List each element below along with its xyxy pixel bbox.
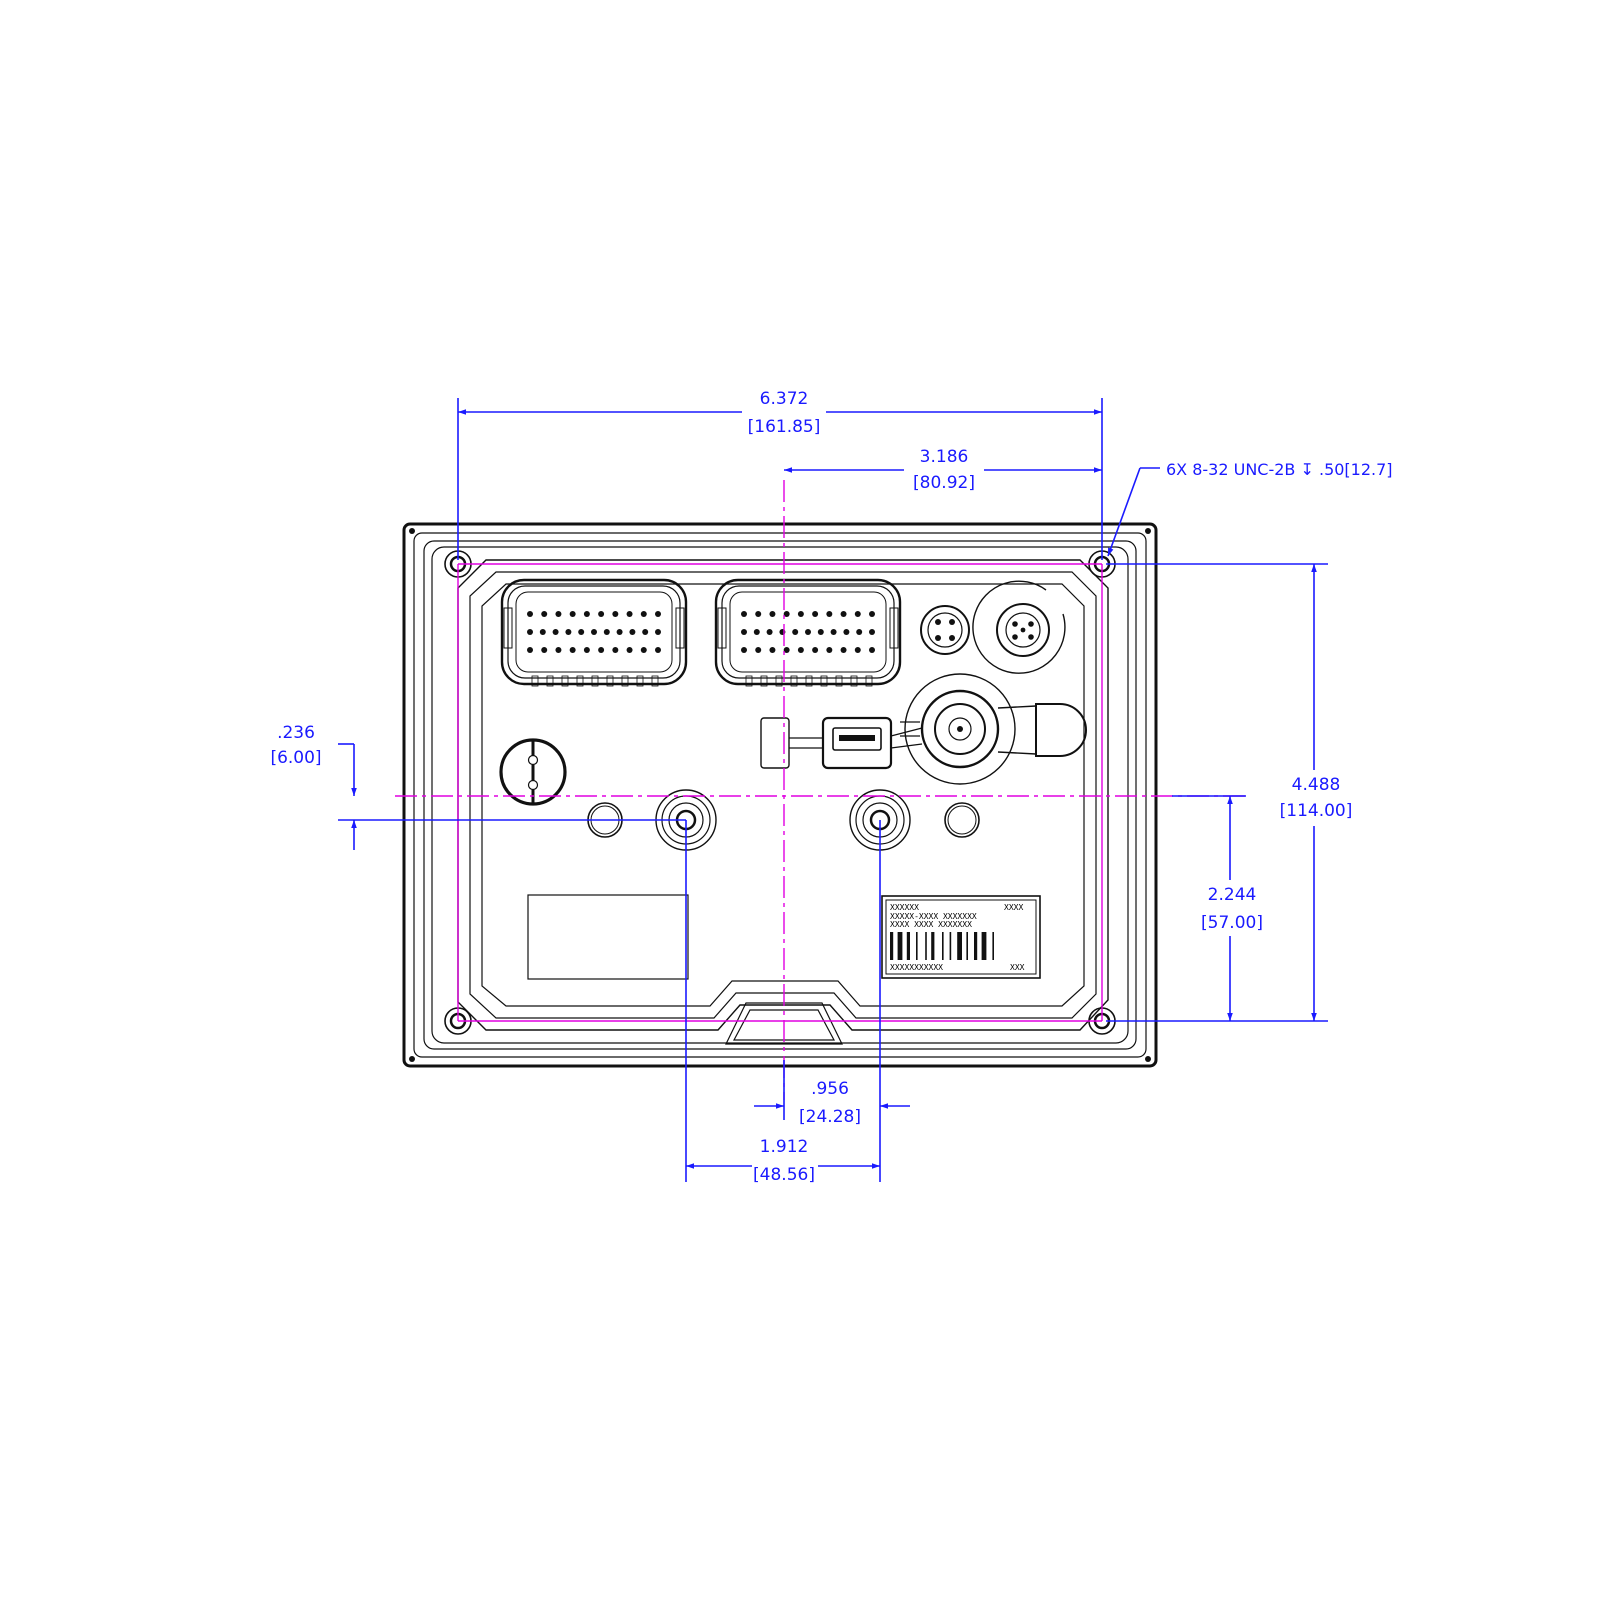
half-width-inch: 3.186 bbox=[920, 447, 969, 467]
boss-offset-mm: [24.28] bbox=[799, 1107, 861, 1127]
housing bbox=[402, 522, 1158, 1068]
overall-height-mm: [114.00] bbox=[1280, 801, 1353, 821]
boss-offset-inch: .956 bbox=[811, 1079, 849, 1099]
overall-width-mm: [161.85] bbox=[748, 417, 821, 437]
vent-icon bbox=[499, 738, 567, 806]
boss-spacing-mm: [48.56] bbox=[753, 1165, 815, 1185]
hole-callout: 6X 8-32 UNC-2B ↧ .50[12.7] bbox=[1166, 460, 1393, 479]
overall-width-inch: 6.372 bbox=[760, 389, 809, 409]
usb-port-icon bbox=[760, 716, 923, 770]
half-height-inch: 2.244 bbox=[1208, 885, 1257, 905]
boss-spacing-inch: 1.912 bbox=[760, 1137, 809, 1157]
half-width-mm: [80.92] bbox=[913, 473, 975, 493]
dimension-texts: 6.372 [161.85] 3.186 [80.92] 6X 8-32 UNC… bbox=[270, 389, 1392, 1185]
barcode-icon bbox=[890, 932, 994, 960]
multipin-connector-2 bbox=[714, 578, 902, 687]
label-bottom-left: XXXXXXXXXXX bbox=[890, 963, 943, 972]
m12-connector-icon bbox=[972, 580, 1066, 674]
blank-label-area bbox=[527, 894, 689, 980]
m8-connector-icon bbox=[920, 605, 970, 655]
half-height-mm: [57.00] bbox=[1201, 913, 1263, 933]
dimension-lines bbox=[338, 398, 1328, 1182]
label-plate: XXXXXX XXXX XXXXX-XXXX XXXXXXX XXXX XXXX… bbox=[881, 895, 1041, 979]
centerlines bbox=[395, 480, 1250, 1100]
label-line1-right: XXXX bbox=[1004, 903, 1023, 912]
label-line2: XXXXX-XXXX XXXXXXX bbox=[890, 912, 977, 921]
label-bottom-right: XXX bbox=[1010, 963, 1025, 972]
overall-height-inch: 4.488 bbox=[1292, 775, 1341, 795]
offset-small-inch: .236 bbox=[277, 723, 315, 743]
multipin-connector-1 bbox=[500, 578, 688, 687]
boss-icon bbox=[655, 789, 911, 851]
coax-connector-icon bbox=[900, 673, 1087, 785]
label-line3: XXXX XXXX XXXXXXX bbox=[890, 920, 972, 929]
label-line1-left: XXXXXX bbox=[890, 903, 919, 912]
connector-icon bbox=[500, 578, 902, 687]
offset-small-mm: [6.00] bbox=[270, 748, 321, 768]
